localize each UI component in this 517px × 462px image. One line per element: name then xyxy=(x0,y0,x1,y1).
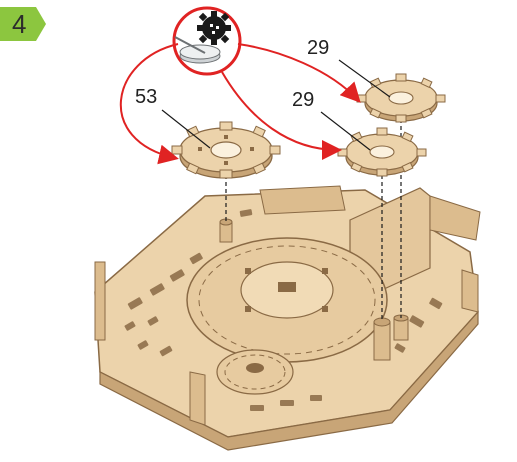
central-large-gear xyxy=(187,238,387,362)
part-label-29-mid: 29 xyxy=(292,89,314,111)
part-label-29-top: 29 xyxy=(307,37,329,59)
glue-dish-icon xyxy=(174,8,240,74)
step-badge: 4 xyxy=(0,7,46,41)
gear-29-top-part xyxy=(357,74,445,122)
spare-gear-icon xyxy=(197,11,231,45)
small-plate-gear xyxy=(217,350,293,394)
step-number: 4 xyxy=(12,9,26,39)
part-label-53: 53 xyxy=(135,86,157,108)
